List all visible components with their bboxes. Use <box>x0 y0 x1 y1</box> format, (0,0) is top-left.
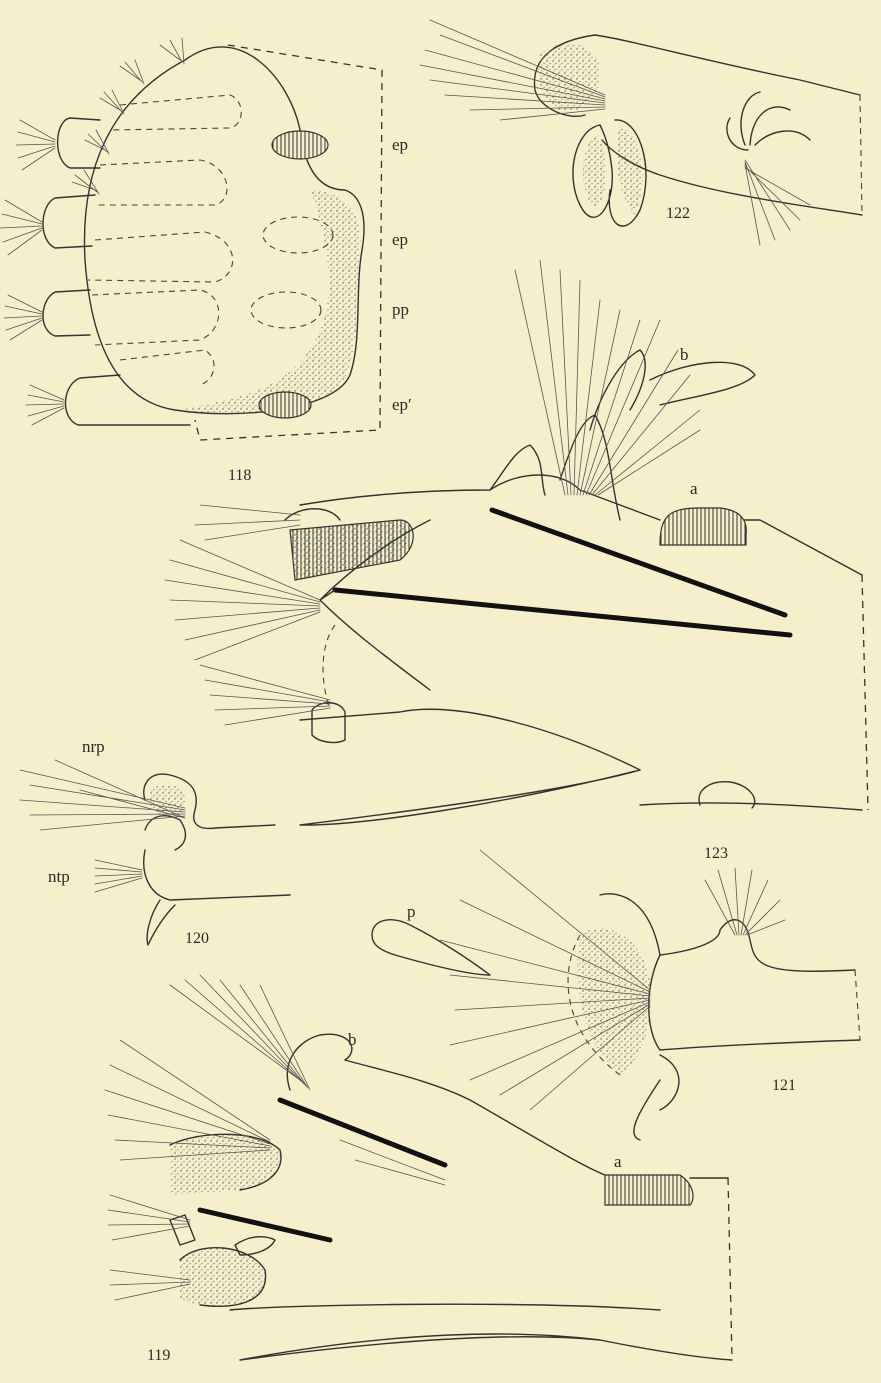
fig120-label-nrp: nrp <box>82 737 105 756</box>
fig123-label-a: a <box>690 479 698 498</box>
fig118-label-ep-1: ep <box>392 135 408 154</box>
figure-123: b a 123 <box>165 260 868 862</box>
fig119-number: 119 <box>147 1347 170 1364</box>
figure-120: nrp ntp 120 <box>20 737 290 947</box>
fig120-label-ntp: ntp <box>48 867 70 886</box>
fig119-label-a: a <box>614 1152 622 1171</box>
fig121-number: 121 <box>772 1077 796 1094</box>
figure-118: ep ep pp ep′ 118 <box>0 38 412 484</box>
fig120-number: 120 <box>185 930 209 947</box>
fig118-label-ep-2: ep <box>392 230 408 249</box>
figure-121: p 121 <box>372 850 860 1140</box>
fig118-label-ep-prime: ep′ <box>392 395 412 414</box>
fig121-label-p: p <box>407 902 416 921</box>
fig118-label-pp: pp <box>392 300 409 319</box>
fig122-number: 122 <box>666 205 690 222</box>
fig123-label-b: b <box>680 345 689 364</box>
fig123-number: 123 <box>704 845 728 862</box>
fig118-number: 118 <box>228 467 251 484</box>
fig119-label-b: b <box>348 1030 357 1049</box>
figure-122: 122 <box>420 20 862 245</box>
